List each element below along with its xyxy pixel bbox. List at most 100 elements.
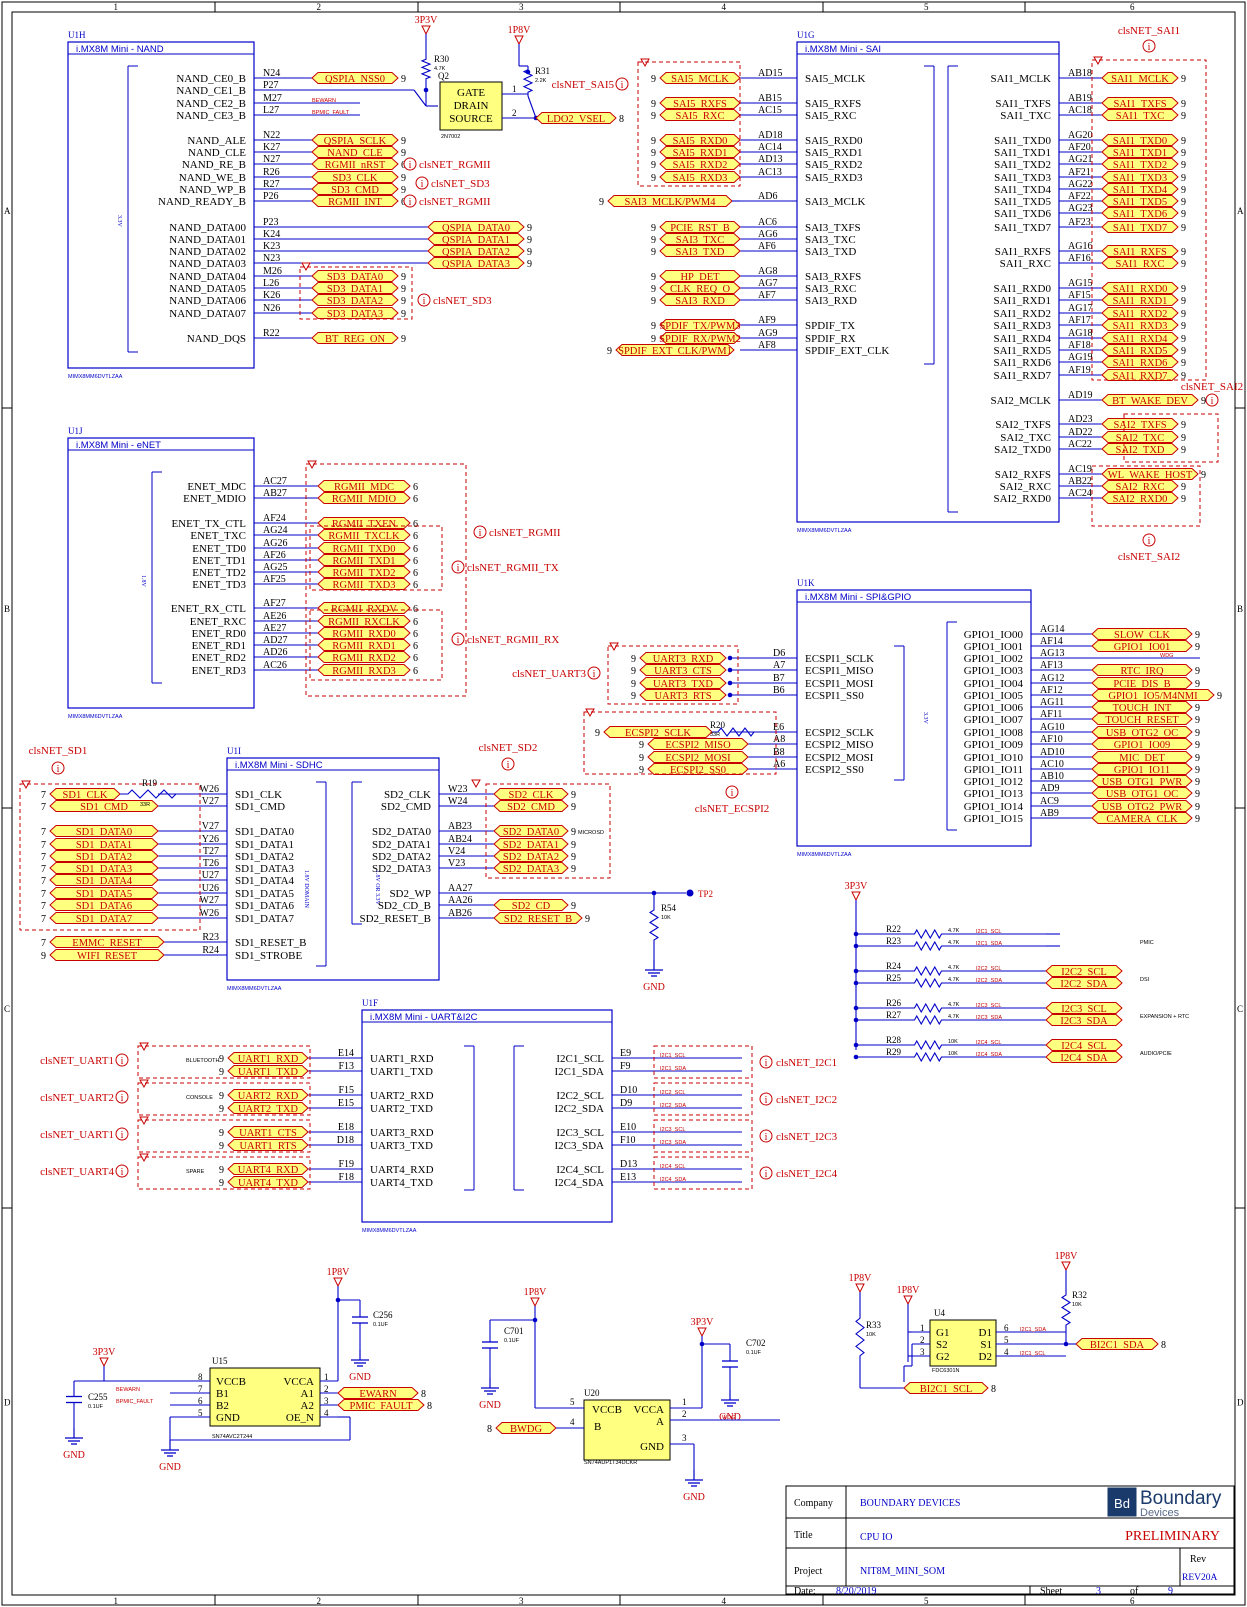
power-rail-icon (530, 1297, 540, 1308)
page-ref: 9 (1181, 74, 1186, 85)
net-flag-label: UART3_RTS (654, 691, 711, 702)
net-flag-label: RGMII_RXD0 (332, 629, 396, 640)
pin-name: SD1_DATA0 (235, 826, 295, 838)
ball-id: AG14 (1040, 624, 1064, 635)
net-label: I2C2_SCL (976, 966, 1001, 972)
info-icon-glyph: i (423, 296, 426, 307)
row-label: B (1237, 604, 1243, 614)
page-ref: 8 (487, 1424, 492, 1435)
info-icon: i (759, 1055, 773, 1069)
net-flag-label: SAI2_TXFS (1113, 420, 1166, 431)
ball-id: AD10 (1040, 747, 1064, 758)
page-ref: 9 (571, 840, 576, 851)
capacitor-ref: C256 (373, 1310, 393, 1320)
net-flag-shape (1101, 307, 1179, 319)
net-flag-label: SAI2_RXD0 (1113, 494, 1168, 505)
net-flag-shape (659, 72, 741, 84)
net-flag-label: QSPIA_DATA3 (442, 259, 510, 270)
sheets-value: 9 (1168, 1586, 1173, 1597)
net-flag-shape (1101, 171, 1179, 183)
net-flag-shape (49, 838, 159, 850)
pin-name: UART3_RXD (370, 1127, 434, 1139)
col-label: 1 (114, 1596, 119, 1606)
page-ref: 9 (527, 247, 532, 258)
info-icon: i (115, 1090, 129, 1104)
page-ref: 8 (1161, 1340, 1166, 1351)
info-icon: i (473, 525, 487, 539)
net-label: I2C2_SDA (976, 978, 1002, 984)
info-icon-glyph: i (57, 764, 60, 775)
logo-mark-icon (1107, 1487, 1137, 1517)
sd3-group (299, 266, 413, 320)
net-class-i2c: clsNET_I2C1 (776, 1057, 837, 1069)
pin-name: SAI3_RXC (805, 283, 856, 295)
ball-id: AC10 (1040, 759, 1064, 770)
net-flag-label: EMMC_RESET (72, 938, 142, 949)
info-icon: i (403, 157, 417, 171)
net-flag-label: BI2C1_SDA (1090, 1340, 1145, 1351)
ball-id: AC15 (758, 105, 782, 116)
resistor-value: 4.7K (948, 940, 960, 946)
net-flag-shape (1101, 109, 1179, 121)
pin-name: SAI3_TXFS (805, 222, 861, 234)
net-flag-label: RGMII_TXD0 (333, 544, 396, 555)
info-icon-circle (451, 632, 465, 646)
page-ref: 9 (1181, 259, 1186, 270)
net-flag-label: SD2_RESET_B (504, 914, 572, 925)
ball-id: AD22 (1068, 427, 1092, 438)
pin-name: NAND_DATA04 (169, 271, 246, 283)
page-ref: 9 (41, 951, 46, 962)
net-flag-label: SAI2_TXD (1116, 445, 1165, 456)
ground-label: GND (719, 1412, 741, 1423)
page-ref: 9 (571, 827, 576, 838)
ball-id: B6 (773, 685, 785, 696)
pin-name: ENET_RD1 (192, 640, 246, 652)
net-flag-label: RGMII_RXCLK (328, 617, 400, 628)
net-flag-label: CLK_REQ_O (670, 284, 731, 295)
ball-id: N23 (263, 253, 280, 264)
ball-id: W27 (200, 895, 219, 906)
info-icon: i (1142, 533, 1156, 547)
logo-mark-text: Bd (1114, 1496, 1130, 1511)
page-ref: 9 (527, 259, 532, 270)
info-icon-circle (415, 176, 429, 190)
net-flag-label: LDO2_VSEL (547, 114, 605, 125)
pin-name: NAND_DATA07 (169, 308, 246, 320)
pin-number: 4 (570, 1417, 575, 1427)
page-ref: 7 (41, 914, 46, 925)
net-flag-shape (311, 158, 399, 170)
col-label: 6 (1130, 1596, 1135, 1606)
info-icon: i (501, 757, 515, 771)
net-flag-shape (535, 112, 617, 124)
net-flag-shape (227, 1102, 309, 1114)
net-flag-label: RGMII_MDIO (332, 494, 397, 505)
date-label: Date: (794, 1586, 816, 1597)
net-label: BPMIC_FAULT (116, 1399, 154, 1405)
net-flag-label: SAI1_TXD6 (1113, 209, 1167, 220)
net-flag-shape (659, 282, 741, 294)
net-flag-label: I2C2_SDA (1060, 979, 1108, 990)
net-flag-shape (1091, 628, 1193, 640)
ball-id: K24 (263, 229, 280, 240)
group-marker-icon (139, 1042, 149, 1052)
net-flag-label: SAI1_TXD2 (1113, 160, 1167, 171)
part-number: SN74AUP1T34DCKR (584, 1460, 637, 1466)
page-ref: 9 (651, 321, 656, 332)
ball-id: V24 (448, 846, 465, 857)
pin-name: I2C3_SCL (556, 1127, 604, 1139)
net-flag-shape (1101, 394, 1199, 406)
